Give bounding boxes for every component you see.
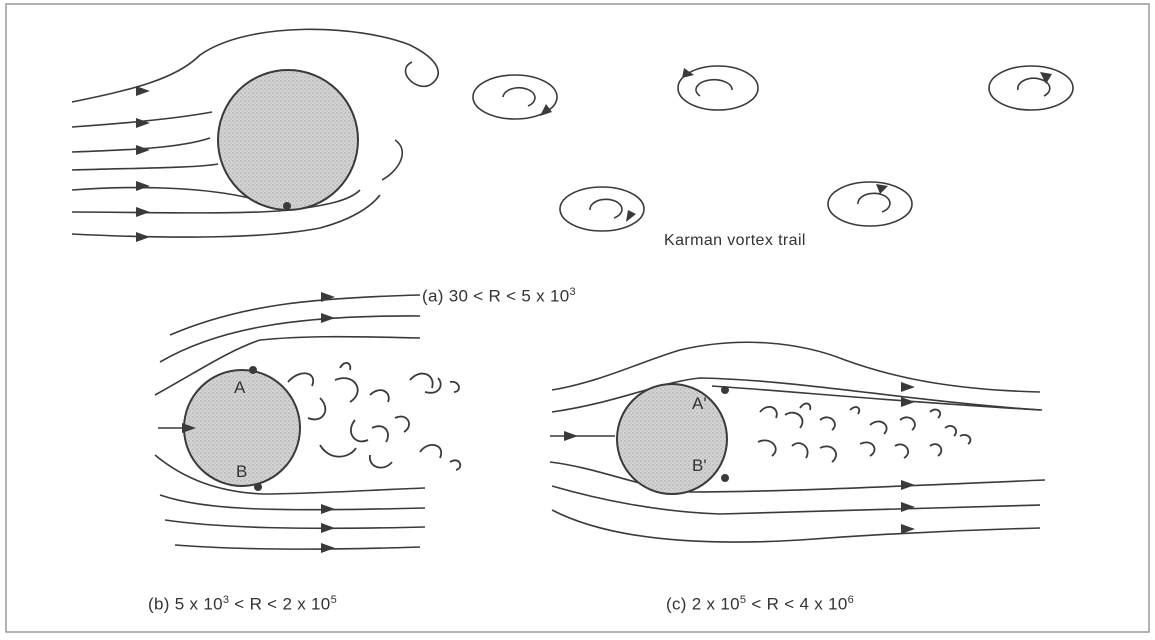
separation-point bbox=[283, 202, 291, 210]
cylinder-a bbox=[218, 70, 358, 210]
streamline bbox=[552, 378, 1040, 412]
caption-high: 5 x 10 bbox=[521, 287, 569, 306]
streamline bbox=[160, 495, 425, 510]
flow-arrow bbox=[901, 480, 915, 490]
caption-lt: < bbox=[506, 287, 516, 306]
caption-a: (a) 30 < R < 5 x 103 bbox=[422, 286, 576, 307]
flow-arrow bbox=[901, 382, 915, 392]
flow-arrow bbox=[136, 118, 150, 128]
caption-lt: < bbox=[751, 595, 761, 614]
panel-a bbox=[72, 29, 438, 242]
flow-arrow bbox=[136, 207, 150, 217]
caption-lt: < bbox=[473, 287, 483, 306]
streamline bbox=[72, 195, 380, 237]
separation-point-b bbox=[254, 483, 262, 491]
caption-var: R bbox=[767, 595, 780, 614]
wake-eddies bbox=[758, 404, 970, 462]
streamline bbox=[170, 295, 420, 335]
vortex bbox=[560, 187, 644, 231]
caption-lt: < bbox=[267, 595, 277, 614]
flow-arrow bbox=[321, 504, 335, 514]
caption-high-exp: 5 bbox=[331, 594, 337, 606]
caption-low: 2 x 10 bbox=[692, 595, 740, 614]
vortex bbox=[473, 75, 557, 119]
streamline bbox=[175, 545, 420, 549]
vortex-trail-label: Karman vortex trail bbox=[664, 232, 806, 250]
flow-arrow bbox=[321, 313, 335, 323]
caption-low: 30 bbox=[449, 287, 469, 306]
caption-tag: (b) bbox=[148, 595, 170, 614]
flow-arrow bbox=[136, 145, 150, 155]
caption-low-exp: 5 bbox=[740, 594, 746, 606]
wake-eddies bbox=[288, 363, 460, 470]
vortex bbox=[678, 66, 758, 110]
point-label-a: A bbox=[234, 378, 245, 398]
karman-vortices bbox=[473, 66, 1073, 231]
separation-point-b-prime bbox=[721, 474, 729, 482]
flow-arrow bbox=[136, 86, 150, 96]
separation-point-a-prime bbox=[721, 386, 729, 394]
separation-point-a bbox=[249, 366, 257, 374]
caption-b: (b) 5 x 103 < R < 2 x 105 bbox=[148, 594, 337, 615]
caption-tag: (c) bbox=[666, 595, 687, 614]
caption-lt: < bbox=[234, 595, 244, 614]
flow-arrow bbox=[321, 523, 335, 533]
caption-var: R bbox=[489, 287, 502, 306]
vortex bbox=[989, 66, 1073, 110]
point-label-b: B bbox=[236, 462, 247, 482]
flow-arrow bbox=[321, 292, 335, 302]
caption-tag: (a) bbox=[422, 287, 444, 306]
flow-arrow bbox=[136, 232, 150, 242]
streamline bbox=[382, 140, 402, 180]
point-label-b-prime: B' bbox=[692, 456, 707, 476]
streamline bbox=[72, 164, 218, 170]
flow-arrow bbox=[564, 431, 578, 441]
caption-low: 5 x 10 bbox=[175, 595, 223, 614]
point-label-a-prime: A' bbox=[692, 394, 707, 414]
panel-b bbox=[155, 292, 460, 553]
cylinder-c bbox=[617, 384, 727, 494]
flow-arrow bbox=[136, 181, 150, 191]
streamline bbox=[552, 510, 1040, 542]
panel-c bbox=[550, 342, 1045, 542]
caption-var: R bbox=[250, 595, 263, 614]
figure-frame bbox=[6, 4, 1149, 632]
flow-arrow bbox=[321, 543, 335, 553]
caption-lt: < bbox=[784, 595, 794, 614]
flow-arrow bbox=[901, 502, 915, 512]
caption-high: 2 x 10 bbox=[282, 595, 330, 614]
caption-high: 4 x 10 bbox=[799, 595, 847, 614]
vortex bbox=[828, 182, 912, 226]
streamline bbox=[160, 316, 420, 362]
caption-high-exp: 3 bbox=[570, 286, 576, 298]
caption-high-exp: 6 bbox=[848, 594, 854, 606]
caption-low-exp: 3 bbox=[223, 594, 229, 606]
caption-c: (c) 2 x 105 < R < 4 x 106 bbox=[666, 594, 854, 615]
streamline bbox=[165, 520, 425, 528]
